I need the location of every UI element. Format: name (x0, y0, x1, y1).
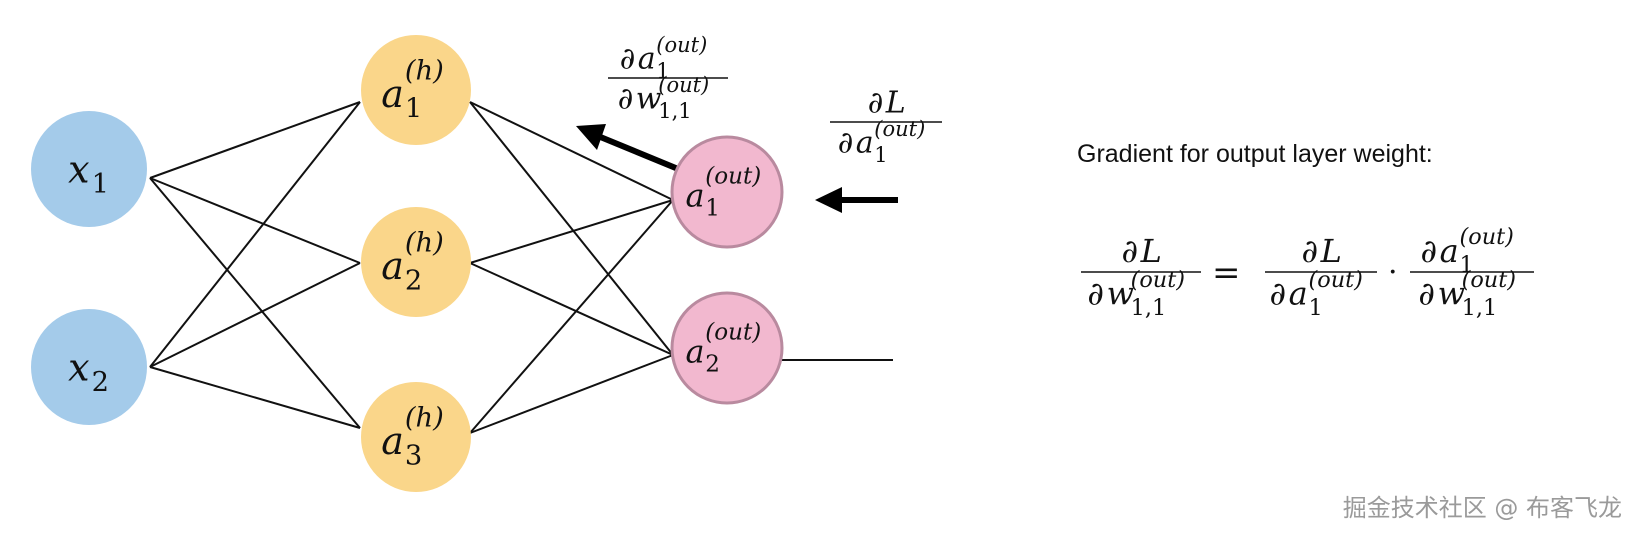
edge-x1-h1 (149, 101, 361, 179)
edge-x1-h3 (149, 177, 361, 429)
equation-term-2: ∂a1(out)∂w1,1(out) (1410, 224, 1534, 321)
upstream-gradient-label: ∂L∂a1(out) (830, 85, 942, 167)
local-gradient-label-numerator: ∂a1(out) (620, 33, 708, 83)
edge-h1-out2 (469, 101, 674, 356)
upstream-gradient-label-numerator: ∂L (868, 85, 906, 120)
output-node-2-label: a2(out) (685, 319, 761, 377)
hidden-node-2-label: a2(h) (381, 228, 444, 297)
output-node-1: a1(out) (670, 135, 784, 249)
hidden-node-1-label: a1(h) (381, 56, 444, 125)
gradient-annotations: ∂a1(out)∂w1,1(out)∂L∂a1(out) (608, 33, 942, 167)
local-gradient-label: ∂a1(out)∂w1,1(out) (608, 33, 728, 123)
upstream-gradient-label-denominator: ∂a1(out) (838, 117, 926, 167)
equation-term-1-numerator: ∂L (1301, 232, 1341, 270)
input-node-2: x2 (31, 309, 147, 425)
equation-term-1-denominator: ∂a1(out) (1269, 267, 1362, 321)
hidden-node-2: a2(h) (361, 207, 471, 317)
input-node-1: x1 (31, 111, 147, 227)
chain-rule-equation: ∂L∂w1,1(out)=∂L∂a1(out)·∂a1(out)∂w1,1(ou… (1081, 224, 1534, 321)
edge-h2-out2 (469, 262, 674, 356)
edge-h3-out1 (469, 199, 674, 434)
upstream-arrow-head (815, 187, 842, 213)
edge-h3-out2 (469, 354, 674, 434)
equation-lhs: ∂L∂w1,1(out) (1081, 232, 1201, 321)
input-node-2-label: x2 (68, 345, 109, 398)
input-node-1-label: x1 (68, 147, 109, 200)
output-node-1-label: a1(out) (685, 163, 761, 221)
edge-x2-h3 (149, 366, 361, 429)
hidden-node-3: a3(h) (361, 382, 471, 492)
network-edges (149, 101, 893, 434)
output-node-2: a2(out) (670, 291, 784, 405)
multiply-dot: · (1388, 255, 1398, 290)
edge-h2-out1 (469, 199, 674, 264)
equation-lhs-numerator: ∂L (1121, 232, 1161, 270)
network-nodes: x1 x2 a1(h) a2(h) a3(h) a1(out) a2(out) (31, 35, 784, 492)
equation-lhs-denominator: ∂w1,1(out) (1087, 267, 1185, 321)
edge-h1-out1 (469, 101, 674, 201)
backprop-arrow-head (576, 124, 606, 150)
hidden-node-1: a1(h) (361, 35, 471, 145)
local-gradient-label-denominator: ∂w1,1(out) (618, 73, 710, 123)
hidden-node-3-label: a3(h) (381, 403, 444, 472)
equation-term-1: ∂L∂a1(out) (1265, 232, 1377, 321)
equation-heading: Gradient for output layer weight: (1077, 140, 1433, 168)
edge-x1-h2 (149, 177, 361, 264)
edge-x2-h1 (149, 101, 361, 368)
equation-term-2-denominator: ∂w1,1(out) (1418, 267, 1516, 321)
watermark: 掘金技术社区 @ 布客飞龙 (1342, 494, 1622, 522)
equals-sign: = (1212, 253, 1241, 293)
edge-x2-h2 (149, 262, 361, 368)
